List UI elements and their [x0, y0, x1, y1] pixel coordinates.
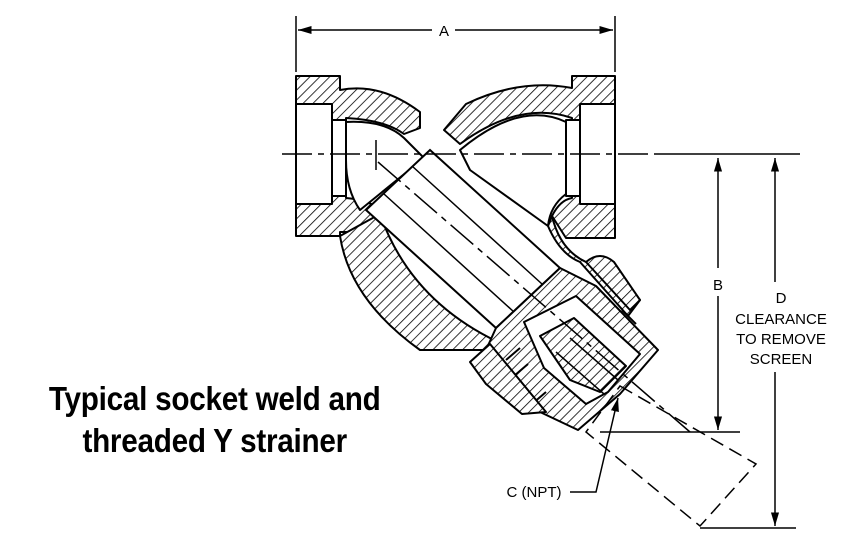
dimension-a-label: A	[439, 23, 449, 40]
dimension-d-line2: TO REMOVE	[736, 331, 826, 348]
screen-removal-outline	[584, 385, 758, 528]
dimension-c-label: C (NPT)	[507, 484, 562, 501]
centerlines	[282, 140, 800, 433]
caption: Typical socket weld and threaded Y strai…	[21, 378, 408, 462]
dimension-d-line3: SCREEN	[750, 351, 813, 368]
dimension-c: C (NPT)	[507, 397, 619, 501]
dimension-b: B	[600, 158, 740, 433]
caption-line-1: Typical socket weld and	[48, 380, 381, 417]
strainer-cap	[469, 267, 659, 431]
dimension-d: D CLEARANCE TO REMOVE SCREEN	[700, 158, 827, 529]
strainer-body	[295, 75, 641, 351]
dimension-b-label: B	[713, 277, 723, 294]
dimension-a: A	[295, 16, 616, 72]
caption-line-2: threaded Y strainer	[82, 422, 347, 459]
dimension-d-letter: D	[776, 290, 787, 307]
dimension-d-line1: CLEARANCE	[735, 311, 827, 328]
